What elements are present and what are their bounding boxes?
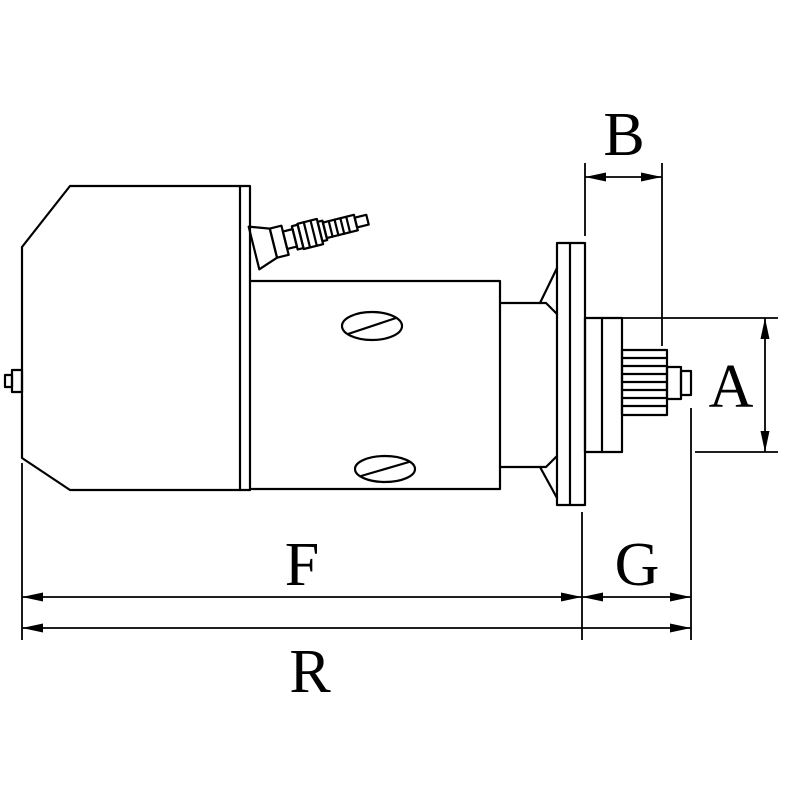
screw-upper: [340, 310, 404, 342]
rear-boss-outer: [10, 368, 24, 394]
pinion-gear: [620, 348, 669, 417]
dimension-R: R: [22, 623, 691, 706]
dimension-label-F: F: [285, 531, 319, 599]
dimension-label-B: B: [603, 101, 644, 169]
motor-body: [248, 279, 502, 491]
dimension-G: G: [582, 531, 691, 602]
mounting-flange: [555, 241, 587, 507]
screw-lower: [353, 454, 417, 484]
dimension-F: F: [22, 531, 582, 602]
dimension-label-A: A: [709, 353, 754, 421]
terminal-stud: [247, 213, 370, 271]
shaft-end: [665, 365, 693, 401]
rear-boss-inner: [3, 373, 14, 389]
dimension-A: A: [607, 317, 778, 453]
screw-upper-slot: [346, 316, 398, 336]
motor-housing: [20, 184, 252, 492]
dimension-B: B: [584, 101, 663, 346]
drive-boss: [583, 316, 624, 454]
drive-end-bracket: [498, 266, 559, 500]
dimension-label-G: G: [615, 531, 660, 599]
dimension-label-R: R: [289, 638, 331, 706]
screw-lower-slot: [359, 460, 411, 478]
